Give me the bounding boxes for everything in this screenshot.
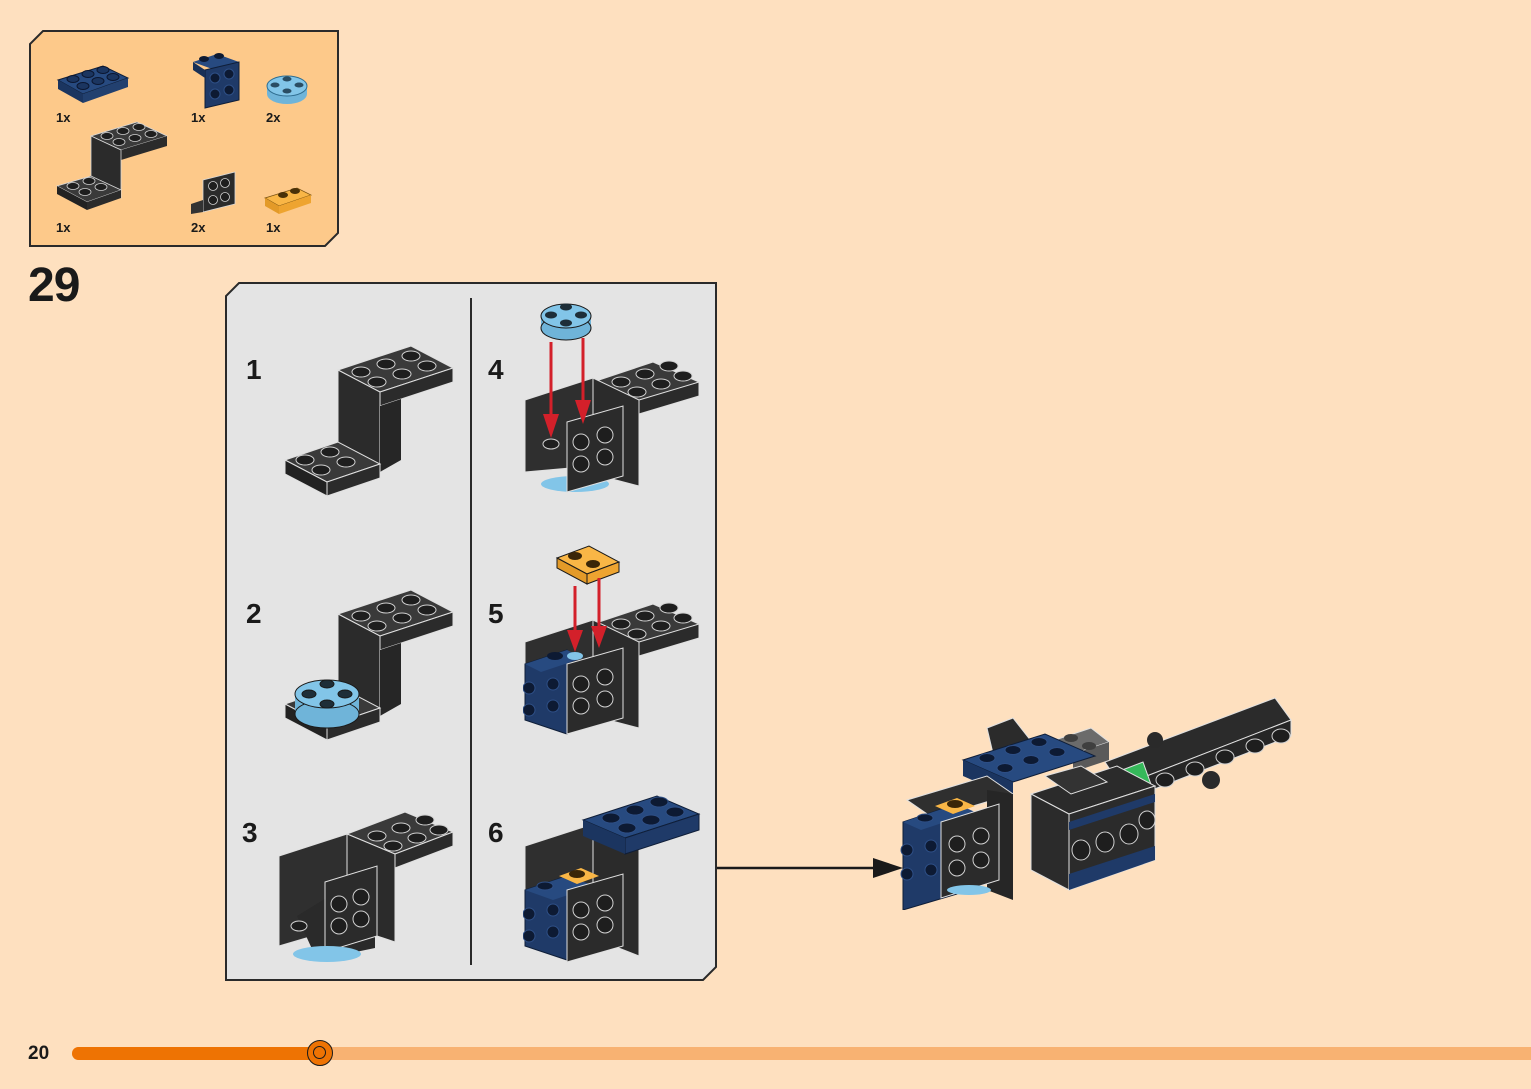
black-stepped-bracket-icon: [55, 121, 169, 210]
black-bracket-icon: [191, 171, 236, 214]
sub-step-4-illustration: [524, 303, 701, 493]
sub-step-5-illustration: [523, 545, 701, 735]
step-number: 29: [28, 259, 80, 312]
sub-step-number: 3: [242, 817, 258, 848]
sub-step-number: 2: [246, 598, 262, 629]
sub-step-6-illustration: [523, 795, 701, 963]
sub-step-1-illustration: [283, 345, 455, 497]
part-quantity: 2x: [266, 110, 281, 125]
part-quantity: 1x: [56, 110, 71, 125]
sub-step-number: 1: [246, 354, 262, 385]
part-quantity: 1x: [191, 110, 206, 125]
light-blue-round-plate-icon: [266, 75, 308, 104]
sub-step-number: 5: [488, 598, 504, 629]
panel-divider: [470, 298, 472, 965]
sub-step-number: 4: [488, 354, 504, 385]
dark-blue-plate-icon: [56, 65, 130, 103]
sub-step-2-illustration: [283, 589, 455, 741]
progress-fill: [72, 1047, 321, 1060]
parts-list-box: 1x 1x 2x 1x 2x: [29, 30, 339, 247]
dark-blue-bracket-icon: [193, 53, 240, 109]
callout-arrow: [717, 858, 903, 878]
progress-marker: [307, 1040, 334, 1066]
part-quantity: 1x: [266, 220, 281, 235]
progress-bar: [72, 1040, 1531, 1066]
orange-plate-icon: [264, 187, 313, 214]
sub-steps-panel: 1 2 3 4 5 6: [225, 282, 717, 981]
part-quantity: 2x: [191, 220, 206, 235]
assembled-model-illustration: [900, 697, 1292, 910]
page-number: 20: [28, 1043, 50, 1064]
sub-step-3-illustration: [278, 811, 455, 962]
sub-step-number: 6: [488, 817, 504, 848]
part-quantity: 1x: [56, 220, 71, 235]
